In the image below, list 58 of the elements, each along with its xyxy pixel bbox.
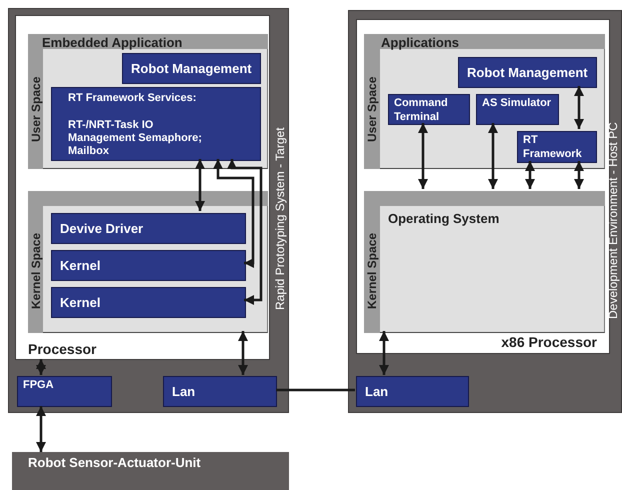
component-box bbox=[356, 376, 469, 407]
processor-label: x86 Processor bbox=[501, 335, 597, 350]
component-box bbox=[17, 376, 112, 407]
component-description: RT-/NRT-Task IO Management Semaphore; Mailbox bbox=[68, 119, 203, 158]
component-label: Robot Management bbox=[131, 61, 252, 76]
component-box bbox=[51, 87, 261, 161]
component-label: FPGA bbox=[23, 378, 55, 392]
component-box bbox=[163, 376, 277, 407]
component-title: RT Framework Services: bbox=[68, 91, 196, 106]
layer-label: User Space bbox=[29, 76, 43, 144]
component-label: Robot Management bbox=[467, 65, 588, 80]
layer-label: User Space bbox=[365, 76, 379, 144]
component-box bbox=[388, 94, 470, 125]
component-label: Kernel bbox=[60, 258, 100, 273]
component-box bbox=[122, 53, 261, 84]
double-arrow bbox=[379, 331, 389, 375]
unit-box bbox=[12, 452, 289, 490]
layer-frame bbox=[364, 191, 605, 333]
double-arrow bbox=[195, 159, 205, 211]
layer-frame bbox=[28, 191, 268, 333]
unit-label: Robot Sensor-Actuator-Unit bbox=[28, 455, 202, 470]
double-arrow bbox=[574, 161, 584, 189]
component-label: Devive Driver bbox=[60, 221, 144, 236]
component-label: Kernel bbox=[60, 295, 100, 310]
system-panel bbox=[8, 8, 289, 413]
layer-title: Applications bbox=[381, 35, 460, 50]
double-arrow bbox=[488, 123, 498, 189]
component-box bbox=[458, 57, 597, 88]
double-arrow bbox=[574, 86, 584, 129]
double-arrow bbox=[227, 159, 262, 305]
double-arrow bbox=[213, 159, 254, 268]
component-box bbox=[51, 250, 246, 281]
layer-title: Embedded Application bbox=[42, 35, 182, 50]
component-label: Lan bbox=[172, 384, 196, 399]
component-box bbox=[517, 131, 597, 163]
layer-frame bbox=[28, 34, 268, 169]
double-arrow bbox=[36, 406, 46, 452]
system-panel bbox=[348, 10, 622, 413]
component-box bbox=[51, 213, 246, 244]
layer-label: Kernel Space bbox=[29, 232, 43, 312]
double-arrow bbox=[238, 331, 248, 375]
layer-label: Kernel Space bbox=[365, 232, 379, 312]
component-box bbox=[476, 94, 559, 125]
component-label: Command Terminal bbox=[394, 96, 449, 124]
component-label: RT Framework bbox=[523, 133, 583, 161]
double-arrow bbox=[418, 123, 428, 189]
double-arrow bbox=[525, 161, 535, 189]
connector-line bbox=[276, 388, 355, 392]
component-label: AS Simulator bbox=[482, 96, 552, 110]
processor-panel bbox=[356, 19, 610, 354]
processor-panel bbox=[15, 15, 270, 360]
double-arrow bbox=[36, 359, 46, 375]
processor-label: Processor bbox=[28, 342, 96, 357]
vertical-label: Rapid Prototyping System - Target bbox=[272, 126, 288, 312]
layer-frame bbox=[364, 34, 605, 169]
layer-title: Operating System bbox=[388, 211, 500, 226]
component-label: Lan bbox=[365, 384, 388, 399]
component-box bbox=[51, 287, 246, 318]
